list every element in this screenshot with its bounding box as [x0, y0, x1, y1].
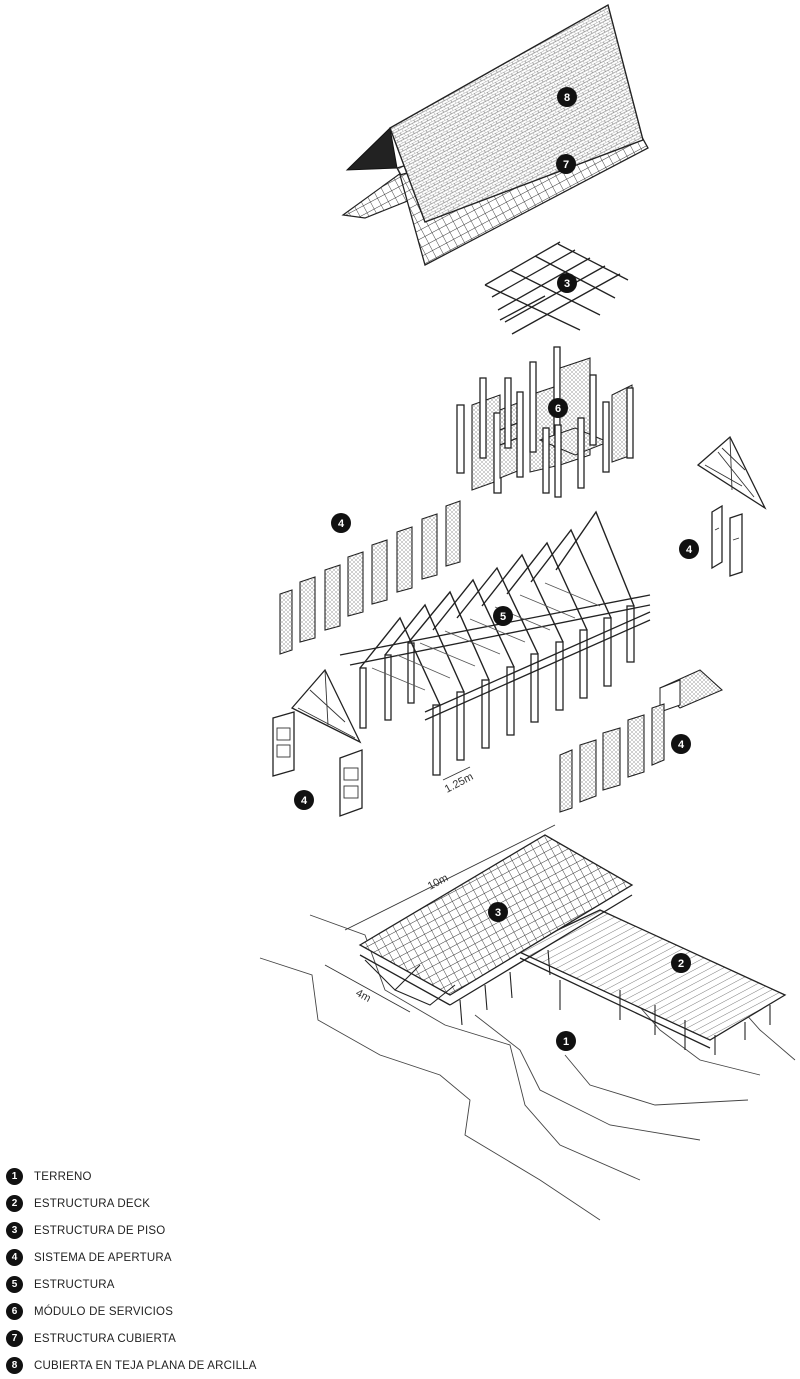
roof-tile-surface	[389, 3, 644, 223]
legend-label-3: ESTRUCTURA DE PISO	[34, 1224, 166, 1237]
svg-text:3: 3	[564, 278, 570, 290]
left-wall-panels	[279, 500, 461, 655]
roof-front-gable-dark	[345, 126, 398, 171]
right-panels	[559, 669, 724, 813]
svg-text:7: 7	[563, 159, 569, 171]
legend-label-7: ESTRUCTURA CUBIERTA	[34, 1332, 177, 1345]
legend-label-6: MÓDULO DE SERVICIOS	[34, 1305, 174, 1318]
front-gable-panels	[272, 668, 363, 817]
svg-text:6: 6	[555, 403, 561, 415]
badge-2-deck-structure: 2	[671, 953, 691, 973]
roof-assembly	[341, 3, 649, 266]
legend-number-1: 1	[6, 1168, 23, 1185]
deck-structure	[513, 909, 787, 1055]
badge-5-frame-structure: 5	[493, 606, 513, 626]
legend-item-estructura: 5 ESTRUCTURA	[6, 1271, 306, 1298]
svg-text:4: 4	[338, 518, 345, 530]
legend-item-estructura-deck: 2 ESTRUCTURA DECK	[6, 1190, 306, 1217]
terrain-lines	[259, 914, 796, 1221]
badge-4-front-gable-panels: 4	[294, 790, 314, 810]
badge-4-right-gable-panels: 4	[679, 539, 699, 559]
badge-3-top-floor-grid: 3	[557, 273, 577, 293]
svg-text:1: 1	[563, 1036, 569, 1048]
badge-1-terrain: 1	[556, 1031, 576, 1051]
legend-item-estructura-cubierta: 7 ESTRUCTURA CUBIERTA	[6, 1325, 306, 1352]
svg-text:2: 2	[678, 958, 684, 970]
legend-number-3: 3	[6, 1222, 23, 1239]
badge-3-floor-structure: 3	[488, 902, 508, 922]
legend-label-5: ESTRUCTURA	[34, 1278, 115, 1291]
legend-item-estructura-de-piso: 3 ESTRUCTURA DE PISO	[6, 1217, 306, 1244]
legend-number-5: 5	[6, 1276, 23, 1293]
legend-number-6: 6	[6, 1303, 23, 1320]
svg-text:5: 5	[500, 611, 506, 623]
badge-4-left-wall-panels: 4	[331, 513, 351, 533]
legend-item-sistema-de-apertura: 4 SISTEMA DE APERTURA	[6, 1244, 306, 1271]
svg-text:4: 4	[686, 544, 693, 556]
services-module	[456, 346, 634, 498]
dimension-spacing: 1.25m	[443, 771, 476, 796]
svg-text:4: 4	[678, 739, 685, 751]
legend-label-4: SISTEMA DE APERTURA	[34, 1251, 172, 1264]
legend-item-cubierta-en-teja: 8 CUBIERTA EN TEJA PLANA DE ARCILLA	[6, 1352, 306, 1379]
svg-text:3: 3	[495, 907, 501, 919]
badge-4-right-panels: 4	[671, 734, 691, 754]
svg-text:4: 4	[301, 795, 308, 807]
dimension-length: 10m	[426, 872, 451, 893]
legend-item-terreno: 1 TERRENO	[6, 1163, 306, 1190]
badge-8-roof-tiles: 8	[557, 87, 577, 107]
legend-label-1: TERRENO	[34, 1170, 92, 1183]
svg-text:8: 8	[564, 92, 570, 104]
legend: 1 TERRENO 2 ESTRUCTURA DECK 3 ESTRUCTURA DE…	[6, 1163, 306, 1379]
right-gable-panels	[696, 435, 767, 577]
legend-item-modulo-de-servicios: 6 MÓDULO DE SERVICIOS	[6, 1298, 306, 1325]
legend-number-4: 4	[6, 1249, 23, 1266]
frame-structure: 1.25m	[339, 510, 651, 796]
legend-number-8: 8	[6, 1357, 23, 1374]
legend-label-8: CUBIERTA EN TEJA PLANA DE ARCILLA	[34, 1359, 257, 1372]
top-floor-grid	[484, 241, 629, 335]
badge-6-services-module: 6	[548, 398, 568, 418]
legend-number-7: 7	[6, 1330, 23, 1347]
legend-label-2: ESTRUCTURA DECK	[34, 1197, 151, 1210]
badge-7-roof-structure: 7	[556, 154, 576, 174]
legend-number-2: 2	[6, 1195, 23, 1212]
